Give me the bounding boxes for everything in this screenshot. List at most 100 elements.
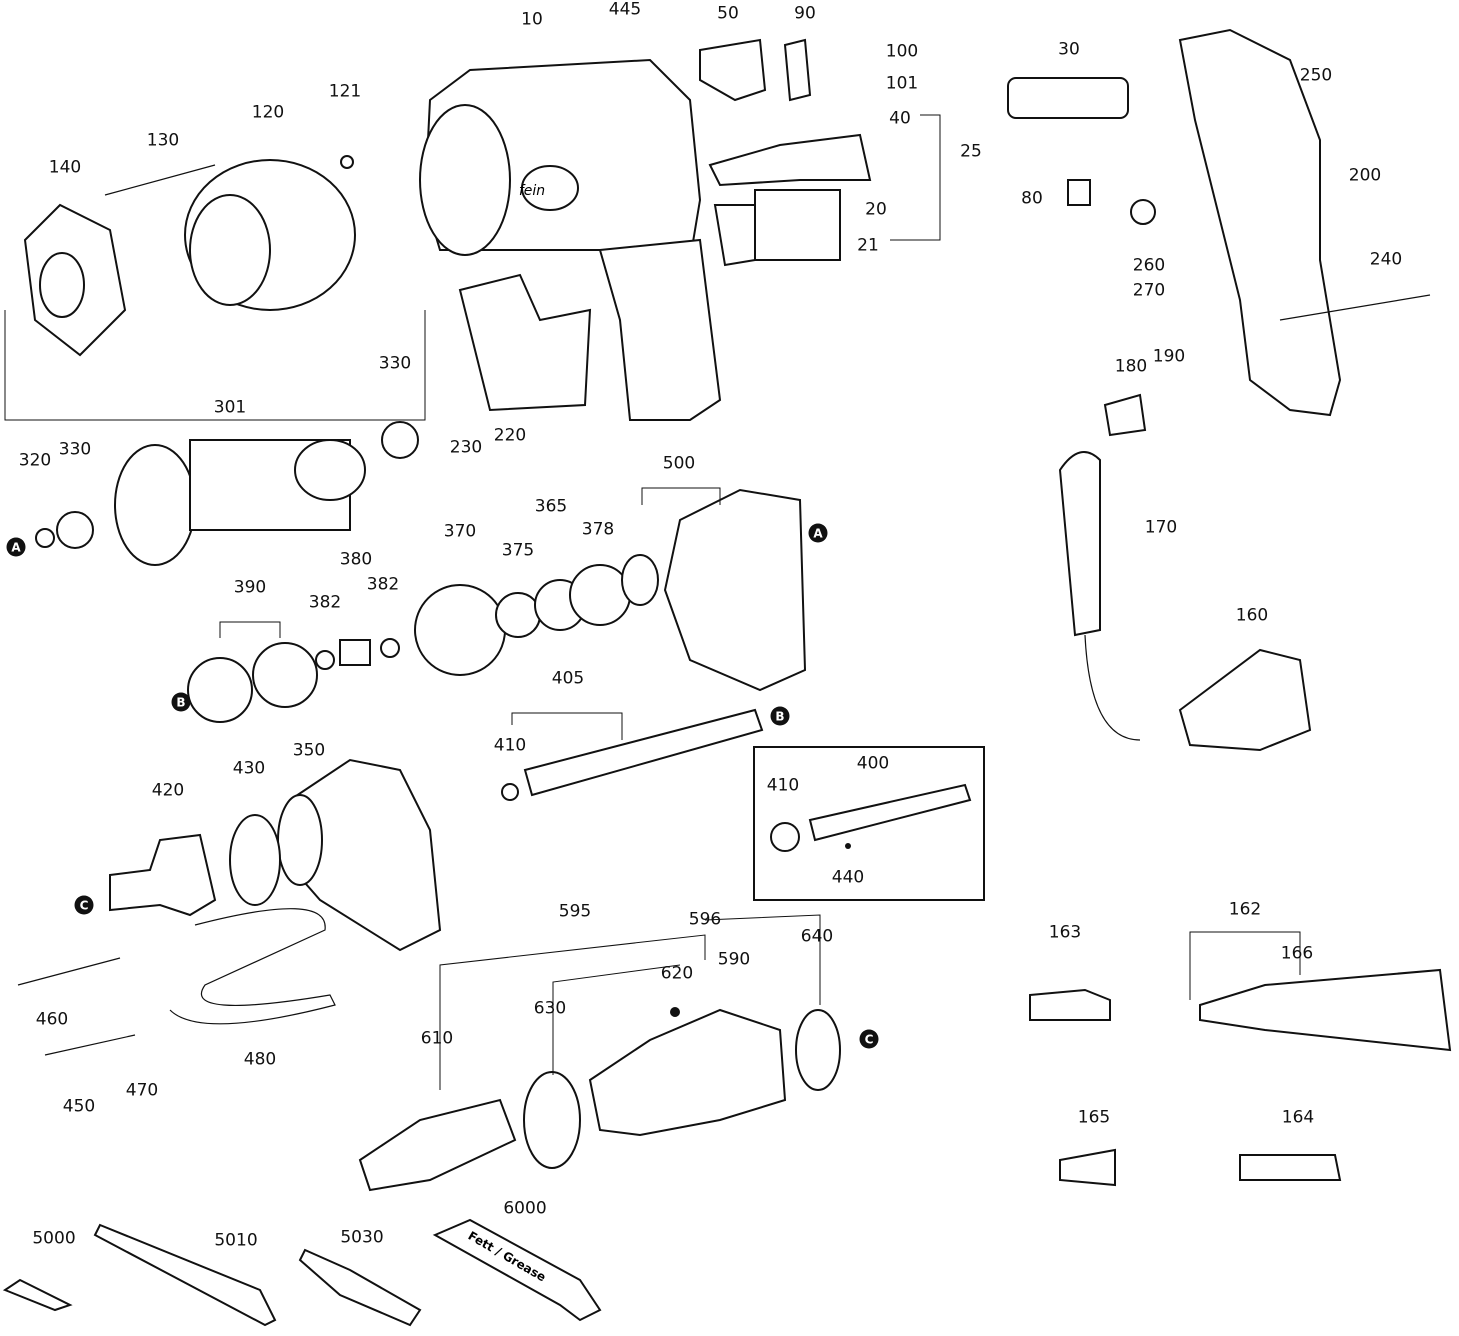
part-label: 445 [608, 0, 642, 20]
connection-marker-a: A [808, 523, 828, 543]
ring-410-inset [770, 822, 800, 852]
bearing-330 [381, 421, 419, 459]
part-label: 10 [521, 9, 543, 30]
part-label: 164 [1281, 1107, 1315, 1128]
part-label: 180 [1114, 356, 1148, 377]
ring-320 [35, 528, 55, 548]
part-label: 301 [213, 397, 247, 418]
part-label: 25 [960, 141, 982, 162]
part-label: 250 [1299, 65, 1333, 86]
part-label: 610 [420, 1028, 454, 1049]
connection-marker-c: C [859, 1029, 879, 1049]
part-label: 450 [62, 1096, 96, 1117]
part-label: 40 [889, 108, 911, 129]
part-label: 350 [292, 740, 326, 761]
part-label: 320 [18, 450, 52, 471]
part-label: 620 [660, 963, 694, 984]
screw-450 [44, 1034, 136, 1056]
part-label: 640 [800, 926, 834, 947]
part-label: 190 [1152, 346, 1186, 367]
brush-80 [1067, 179, 1091, 206]
part-50 [699, 38, 767, 102]
part-label: 130 [146, 130, 180, 151]
clutch-390-a [187, 657, 253, 723]
part-label: 330 [378, 353, 412, 374]
plug-163 [1029, 988, 1111, 1021]
bit-5000 [2, 1278, 73, 1312]
part-30 [1007, 77, 1129, 119]
cover-220 [458, 273, 592, 412]
plug-162 [1199, 968, 1452, 1052]
plug-164 [1239, 1154, 1342, 1181]
ball-620 [670, 1007, 680, 1017]
switch-40 [708, 133, 872, 187]
field-coil-120 [184, 159, 356, 311]
part-label: 21 [857, 235, 879, 256]
cable-sleeve-170 [1058, 451, 1101, 637]
switch-lever [713, 204, 756, 267]
bushing [621, 554, 659, 606]
part-label: 100 [885, 41, 919, 62]
part-label: 375 [501, 540, 535, 561]
bit-5030 [298, 1248, 422, 1327]
part-label: 121 [328, 81, 362, 102]
depth-stop-610 [358, 1098, 517, 1192]
part-label: 460 [35, 1009, 69, 1030]
part-label: 50 [717, 3, 739, 24]
plug-160 [1178, 648, 1312, 752]
part-label: 410 [766, 775, 800, 796]
ring-410 [501, 783, 519, 801]
part-label: 5030 [340, 1227, 384, 1248]
part-label: 390 [233, 577, 267, 598]
connection-marker-b: B [171, 692, 191, 712]
part-label: 6000 [503, 1198, 547, 1219]
part-label: 20 [865, 199, 887, 220]
handle-200 [1178, 28, 1342, 417]
part-label: 160 [1235, 605, 1269, 626]
washer-378 [569, 564, 631, 626]
gear-370 [414, 584, 506, 676]
bearing-plate-500 [663, 488, 807, 692]
part-label: 240 [1369, 249, 1403, 270]
washer-382 [315, 650, 335, 670]
part-label: 595 [558, 901, 592, 922]
part-label: 370 [443, 521, 477, 542]
screw-130 [104, 164, 216, 196]
armature-301 [114, 439, 366, 566]
part-label: 220 [493, 425, 527, 446]
part-label: 5000 [32, 1228, 76, 1249]
part-90 [783, 38, 812, 102]
clutch-390-b [252, 642, 318, 708]
part-label: 480 [243, 1049, 277, 1070]
sleeve-590 [588, 1008, 787, 1137]
o-ring-640 [795, 1009, 841, 1091]
part-label: 5010 [214, 1230, 258, 1251]
part-label: 365 [534, 496, 568, 517]
part-label: 440 [831, 867, 865, 888]
clamp-180 [1103, 393, 1147, 437]
washer-375 [495, 592, 541, 638]
part-121 [340, 155, 354, 169]
spindle-405 [523, 708, 764, 797]
part-label: 270 [1132, 280, 1166, 301]
part-label: 165 [1077, 1107, 1111, 1128]
part-label: 380 [339, 549, 373, 570]
ring-630 [523, 1071, 581, 1169]
plug-165 [1059, 1148, 1116, 1187]
part-label: 500 [662, 453, 696, 474]
part-label: 163 [1048, 922, 1082, 943]
part-260 [1130, 199, 1156, 225]
part-label: 170 [1144, 517, 1178, 538]
part-label: 80 [1021, 188, 1043, 209]
screw-240 [1279, 294, 1431, 321]
part-label: 30 [1058, 39, 1080, 60]
o-ring-430 [229, 814, 281, 906]
part-label: 230 [449, 437, 483, 458]
part-label: 405 [551, 668, 585, 689]
switch-20 [754, 189, 841, 261]
part-label: 101 [885, 73, 919, 94]
spring-380 [339, 639, 371, 666]
part-label: 90 [794, 3, 816, 24]
